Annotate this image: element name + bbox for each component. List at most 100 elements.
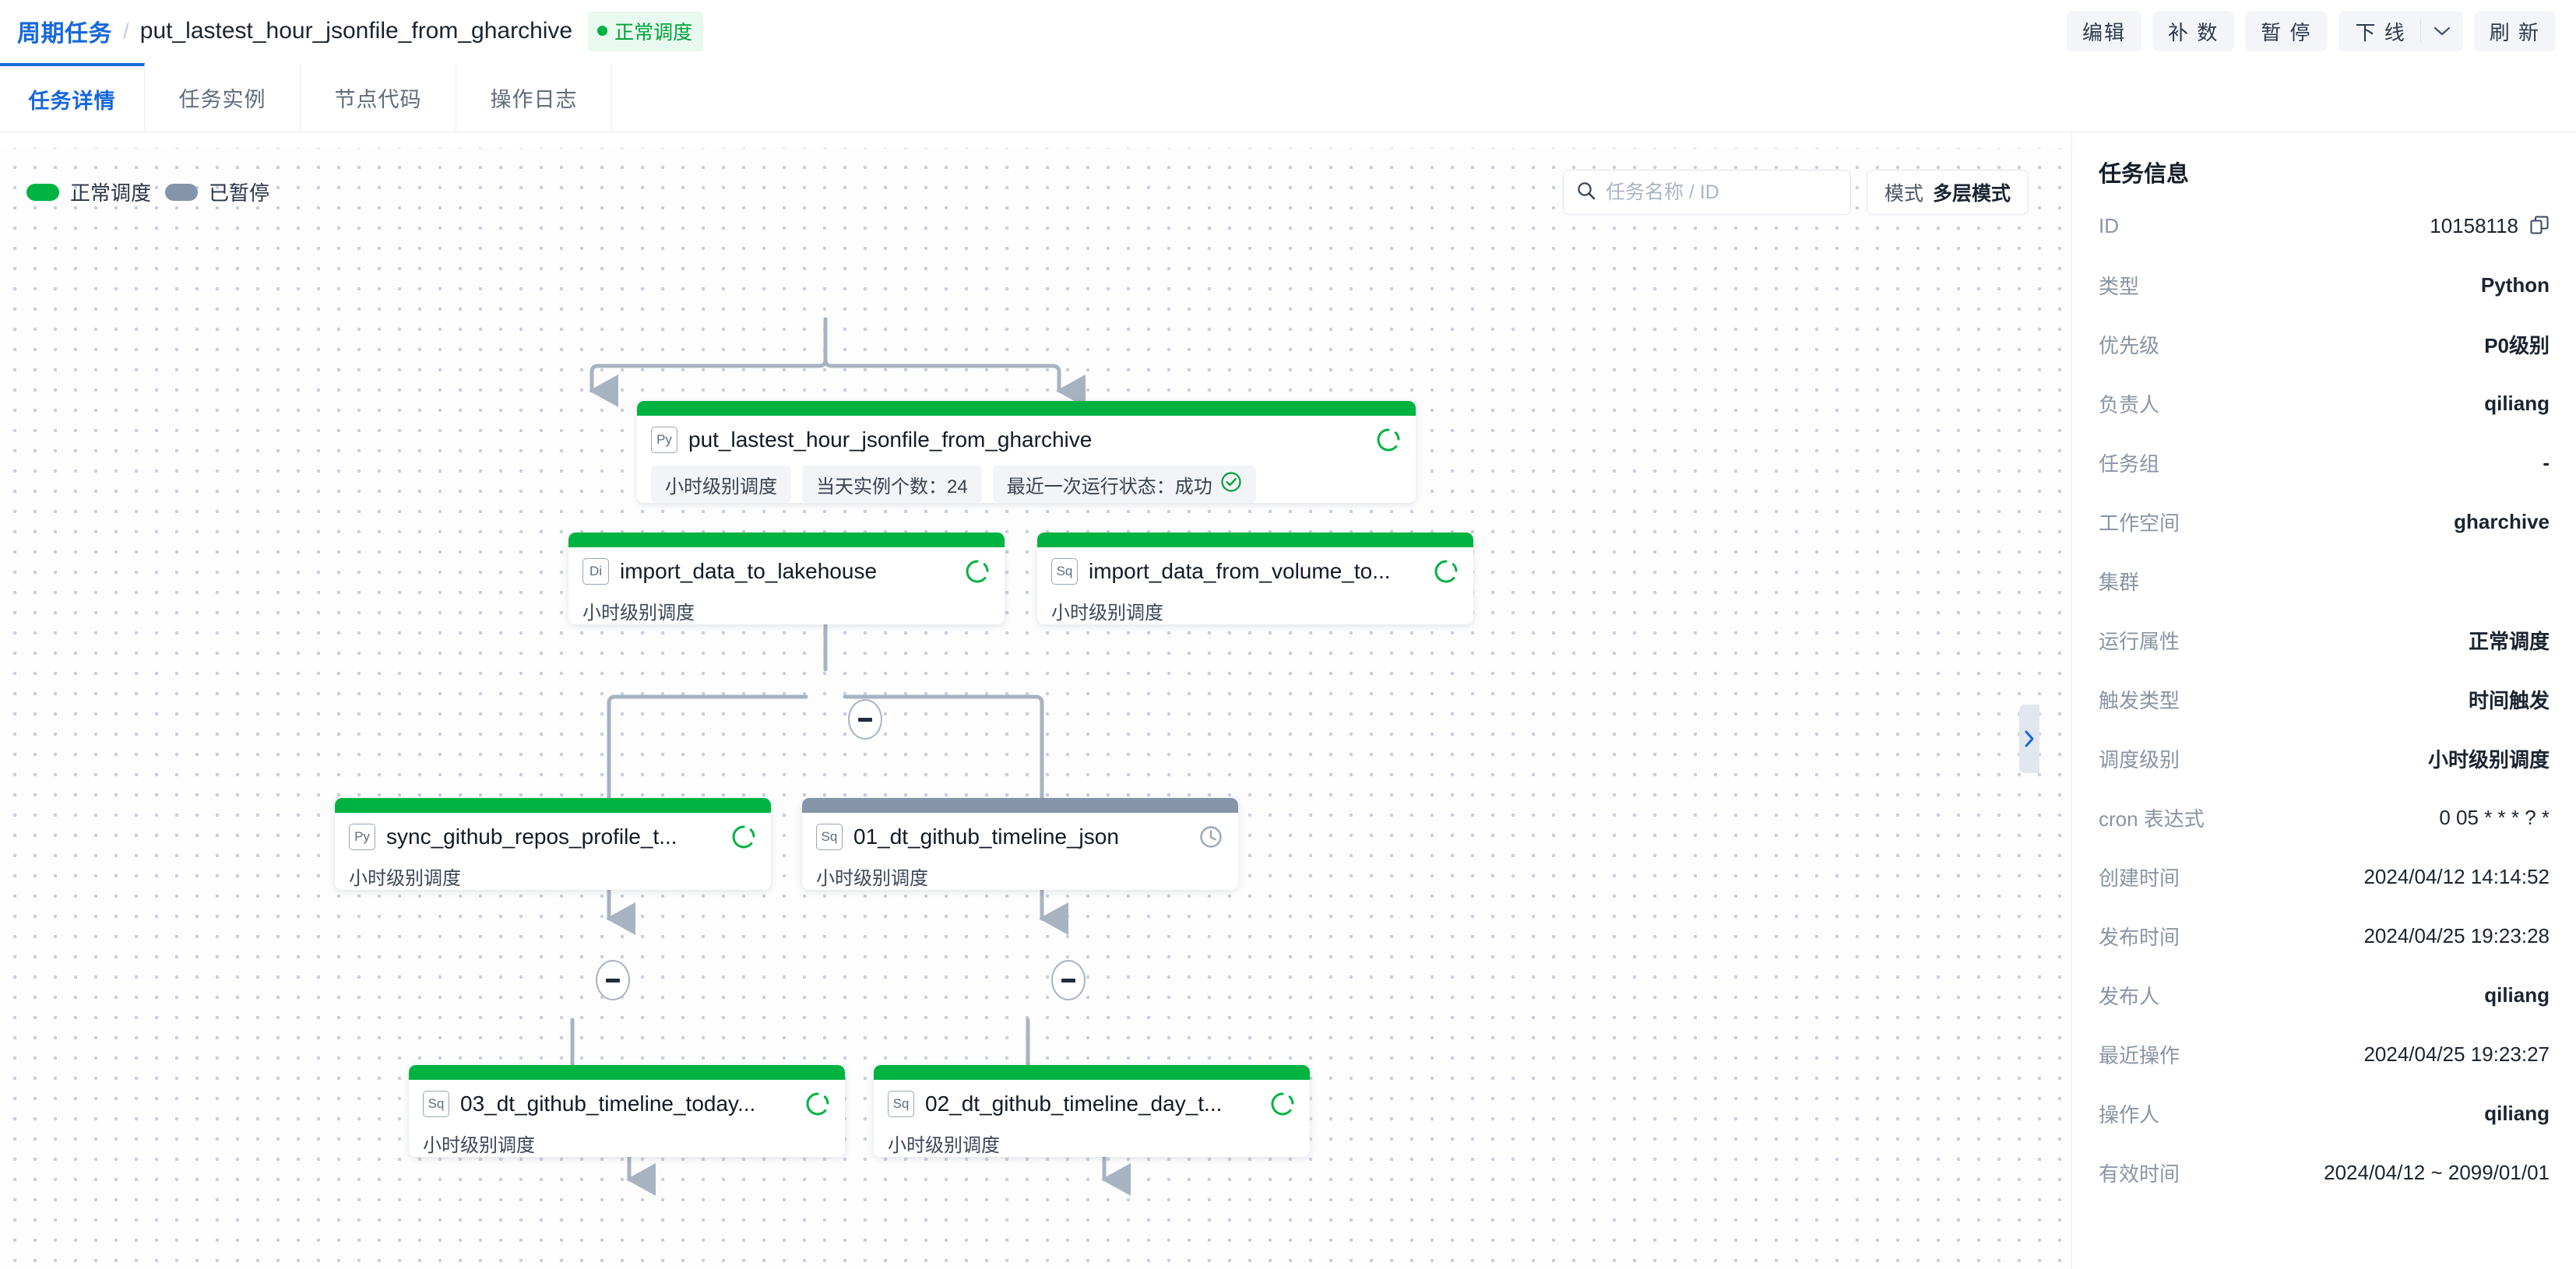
refresh-circle-icon[interactable] (964, 558, 991, 585)
node-subtitle: 小时级别调度 (582, 603, 695, 624)
node-type-badge-di: Di (582, 558, 609, 585)
node-type-badge-sq: Sq (423, 1091, 449, 1117)
pause-button[interactable]: 暂 停 (2245, 11, 2328, 51)
clock-icon[interactable] (1198, 824, 1224, 850)
info-label: 调度级别 (2099, 747, 2180, 772)
success-check-icon (1220, 471, 1242, 498)
info-label: 发布时间 (2099, 925, 2180, 949)
node-subtitle: 小时级别调度 (1051, 603, 1163, 624)
split-divider (2419, 19, 2421, 43)
info-value: 0 05 * * * ? * (2439, 805, 2550, 829)
node-type-badge-py: Py (349, 824, 375, 850)
node-title: 02_dt_github_timeline_day_t... (925, 1091, 1223, 1116)
dag-node-01-dt-github-timeline-json[interactable]: Sq 01_dt_github_timeline_json 小时级别调度 (802, 798, 1238, 890)
info-label: 类型 (2099, 274, 2140, 298)
node-title: 01_dt_github_timeline_json (853, 824, 1119, 849)
canvas-top-fade (0, 132, 2071, 148)
info-label: cron 表达式 (2099, 807, 2205, 831)
info-value: 正常调度 (2468, 629, 2550, 653)
info-label: 有效时间 (2099, 1162, 2180, 1186)
refresh-circle-icon[interactable] (804, 1091, 831, 1117)
info-value: 2024/04/25 19:23:28 (2363, 923, 2550, 947)
legend-chip-green-icon (26, 183, 59, 201)
tab-node-code[interactable]: 节点代码 (301, 63, 456, 132)
info-value: qiliang (2484, 391, 2550, 415)
edge-collapse-toggle-1[interactable] (848, 699, 882, 740)
minus-icon (1061, 978, 1075, 983)
tab-task-detail[interactable]: 任务详情 (0, 63, 145, 132)
breadcrumb-root-link[interactable]: 周期任务 (17, 21, 112, 47)
chevron-down-icon[interactable] (2421, 11, 2463, 51)
refresh-circle-icon[interactable] (730, 824, 757, 850)
info-value: gharchive (2454, 509, 2550, 533)
node-status-bar (335, 798, 771, 813)
dag-node-root[interactable]: Py put_lastest_hour_jsonfile_from_gharch… (637, 401, 1416, 503)
info-row-last-operation: 最近操作 2024/04/25 19:23:27 (2099, 1040, 2550, 1068)
node-status-bar (874, 1065, 1310, 1080)
search-box[interactable] (1562, 170, 1851, 215)
status-dot-icon (597, 26, 608, 36)
offline-button[interactable]: 下 线 (2355, 20, 2406, 44)
dag-node-sync-github-repos-profile[interactable]: Py sync_github_repos_profile_t... 小时级别调度 (335, 798, 771, 890)
refresh-button[interactable]: 刷 新 (2473, 11, 2556, 51)
node-status-bar (802, 798, 1238, 813)
dag-toolbar: 模式 多层模式 (1562, 170, 2029, 215)
dag-legend: 正常调度 已暂停 (26, 178, 269, 206)
dag-node-import-data-from-volume[interactable]: Sq import_data_from_volume_to... 小时级别调度 (1037, 533, 1473, 624)
info-row-cron: cron 表达式 0 05 * * * ? * (2099, 803, 2550, 831)
panel-collapse-toggle[interactable] (2019, 705, 2039, 773)
info-label: 运行属性 (2099, 629, 2180, 653)
node-subtitle: 小时级别调度 (888, 1135, 1000, 1156)
refresh-circle-icon[interactable] (1269, 1091, 1296, 1117)
node-chip-row: 小时级别调度 当天实例个数：24 最近一次运行状态：成功 (637, 453, 1416, 503)
info-row-id: ID 10158118 (2099, 212, 2550, 240)
mode-selector[interactable]: 模式 多层模式 (1866, 170, 2029, 215)
info-row-operator: 操作人 qiliang (2099, 1099, 2550, 1127)
node-status-bar (568, 533, 1005, 547)
edge-collapse-toggle-3[interactable] (1051, 960, 1086, 1000)
dag-node-03-dt-github-timeline-today[interactable]: Sq 03_dt_github_timeline_today... 小时级别调度 (409, 1065, 845, 1157)
page-title: put_lastest_hour_jsonfile_from_gharchive (139, 18, 573, 44)
refresh-circle-icon[interactable] (1433, 558, 1459, 585)
info-row-create-time: 创建时间 2024/04/12 14:14:52 (2099, 863, 2550, 891)
backfill-button[interactable]: 补 数 (2152, 11, 2235, 51)
edit-button[interactable]: 编辑 (2067, 11, 2142, 51)
info-row-schedule-level: 调度级别 小时级别调度 (2099, 744, 2550, 772)
legend-item-normal: 正常调度 (26, 178, 151, 206)
info-label: 最近操作 (2099, 1043, 2180, 1067)
minus-icon (606, 978, 620, 983)
node-title: 03_dt_github_timeline_today... (460, 1091, 756, 1116)
tab-operation-log[interactable]: 操作日志 (456, 63, 612, 132)
info-row-type: 类型 Python (2099, 271, 2550, 299)
info-row-publish-time: 发布时间 2024/04/25 19:23:28 (2099, 922, 2550, 950)
node-title: sync_github_repos_profile_t... (386, 824, 677, 849)
edge-collapse-toggle-2[interactable] (596, 960, 630, 1000)
search-input[interactable] (1605, 181, 1838, 204)
mode-label: 模式 (1884, 183, 1923, 205)
node-status-bar (1037, 533, 1473, 547)
node-subtitle: 小时级别调度 (349, 868, 461, 889)
node-subtitle: 小时级别调度 (423, 1135, 535, 1156)
search-icon (1576, 181, 1596, 205)
node-subtitle: 小时级别调度 (816, 868, 928, 889)
tab-task-instance[interactable]: 任务实例 (145, 63, 301, 132)
dag-node-import-data-to-lakehouse[interactable]: Di import_data_to_lakehouse 小时级别调度 (568, 533, 1005, 624)
copy-icon[interactable] (2529, 216, 2550, 236)
info-label: 工作空间 (2099, 511, 2180, 535)
dag-node-02-dt-github-timeline-day[interactable]: Sq 02_dt_github_timeline_day_t... 小时级别调度 (874, 1065, 1310, 1157)
mode-value: 多层模式 (1932, 183, 2011, 205)
refresh-circle-icon[interactable] (1375, 427, 1402, 453)
info-row-task-group: 任务组 - (2099, 448, 2550, 476)
offline-split-button: 下 线 (2338, 11, 2463, 51)
info-row-publisher: 发布人 qiliang (2099, 981, 2550, 1009)
info-value: 2024/04/25 19:23:27 (2363, 1042, 2550, 1066)
info-value: 2024/04/12 ~ 2099/01/01 (2324, 1160, 2550, 1184)
breadcrumb: 周期任务 / put_lastest_hour_jsonfile_from_gh… (0, 11, 704, 51)
breadcrumb-separator: / (123, 19, 129, 43)
status-badge: 正常调度 (588, 11, 704, 51)
dag-canvas[interactable]: Py put_lastest_hour_jsonfile_from_gharch… (0, 132, 2071, 1269)
info-value: P0级别 (2484, 333, 2550, 357)
info-value: Python (2480, 272, 2550, 297)
info-value: qiliang (2484, 1101, 2550, 1125)
